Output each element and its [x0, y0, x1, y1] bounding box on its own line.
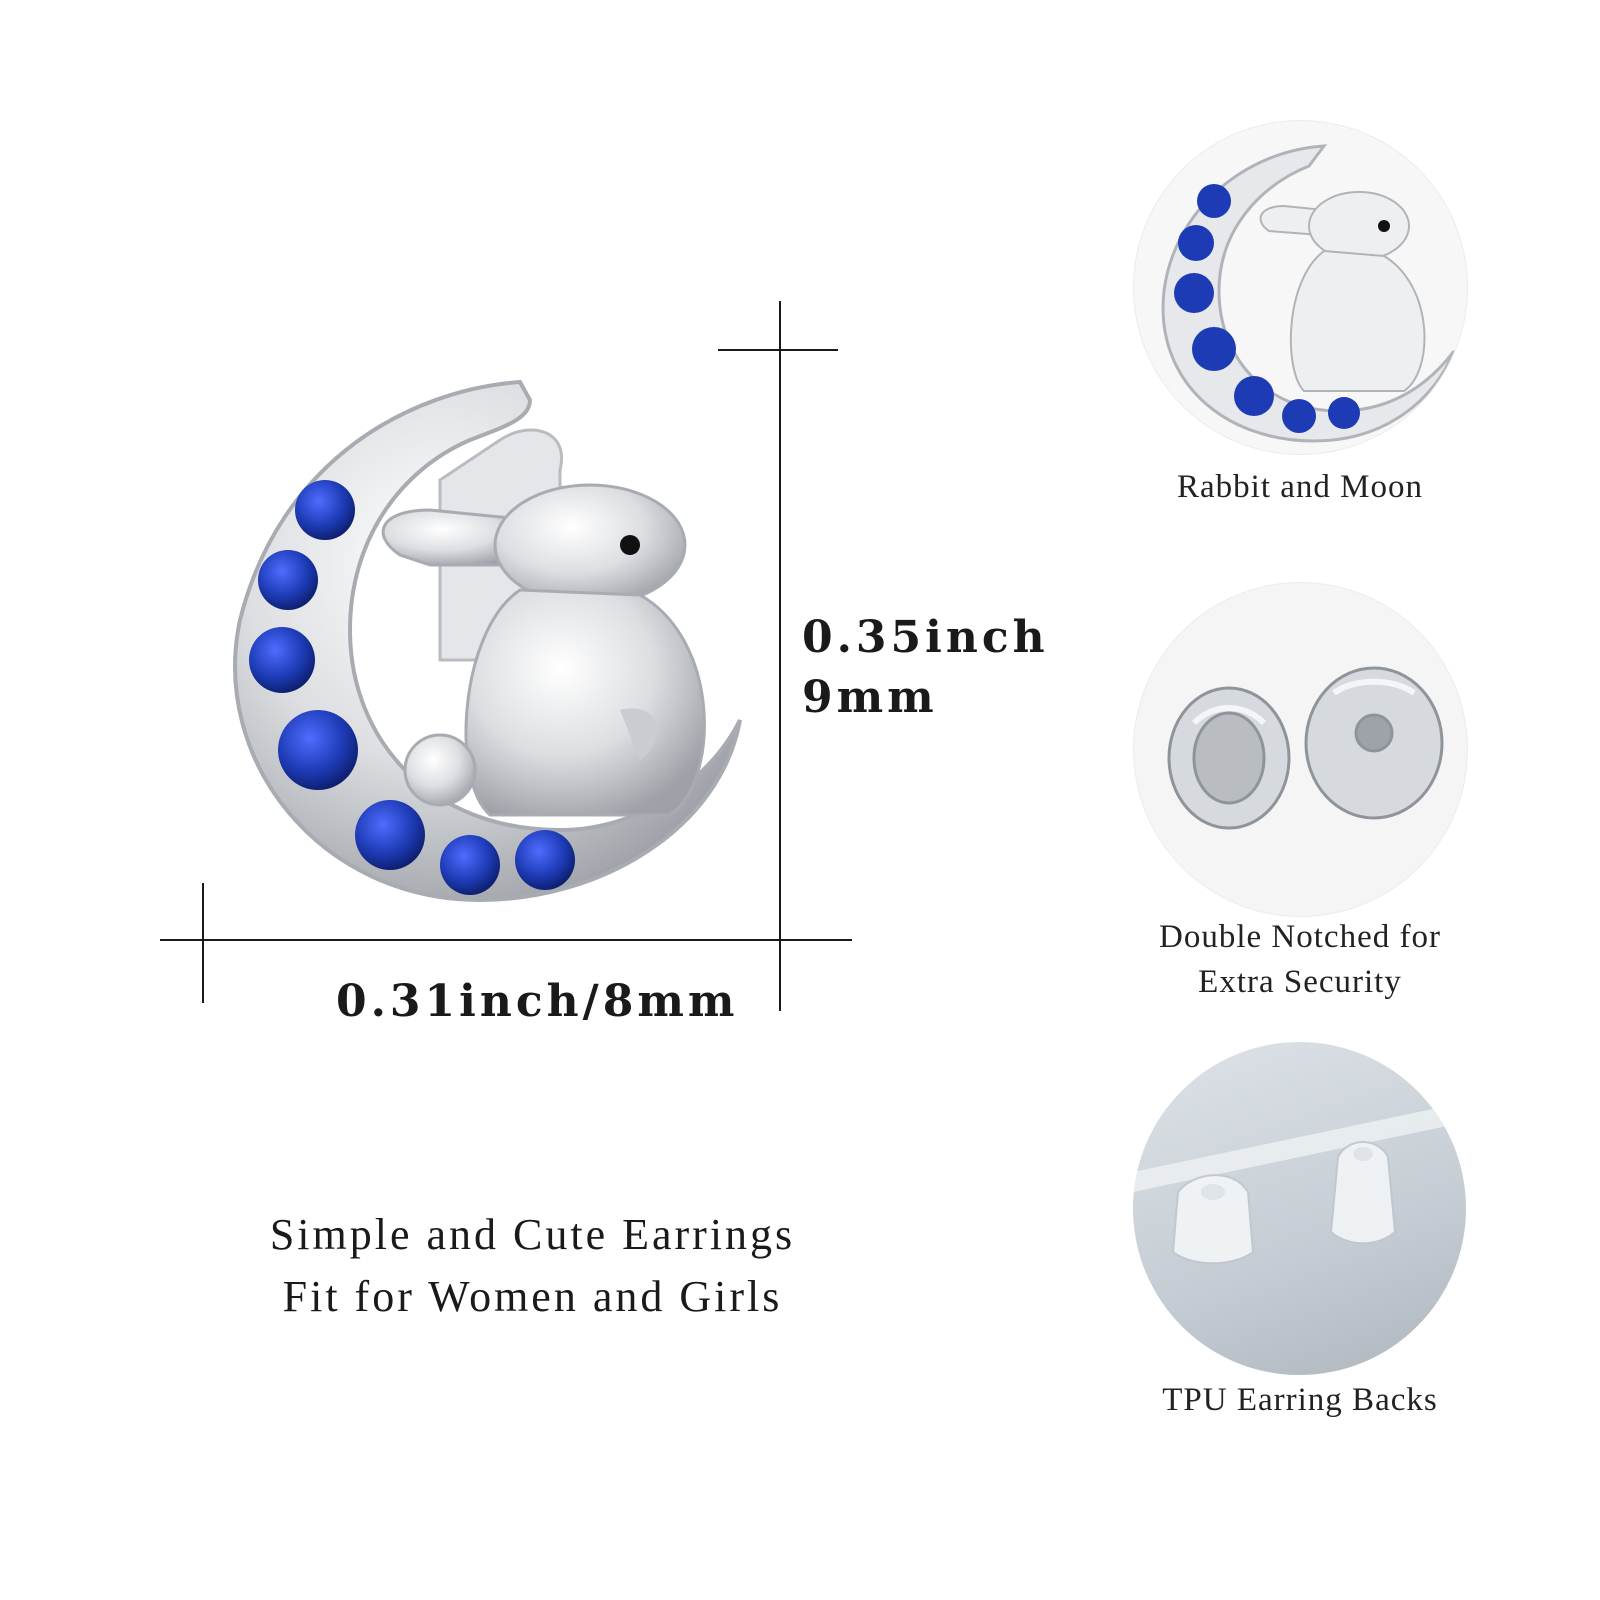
- rabbit-moon-caption: Rabbit and Moon: [1177, 469, 1423, 505]
- main-earring-image: [233, 379, 742, 903]
- width-left-tick: [202, 883, 204, 1003]
- double-notched-backs-image: [1133, 582, 1468, 917]
- tagline-line-1: Simple and Cute Earrings: [269, 1210, 796, 1259]
- width-dimension-line: [160, 939, 852, 941]
- tpu-earring-backs-image: [1133, 1042, 1466, 1375]
- rabbit-moon-closeup-image: [1133, 120, 1468, 455]
- height-inch-label: 0.35inch: [802, 612, 1049, 663]
- height-top-tick: [718, 349, 838, 351]
- tpu-backs-caption: TPU Earring Backs: [1162, 1382, 1438, 1418]
- width-label: 0.31inch/8mm: [336, 976, 739, 1027]
- tagline-line-2: Fit for Women and Girls: [282, 1272, 783, 1321]
- height-mm-label: 9mm: [802, 672, 938, 723]
- tagline: Simple and Cute Earrings Fit for Women a…: [200, 1204, 865, 1328]
- double-notched-caption: Double Notched for Extra Security: [1110, 915, 1490, 1005]
- gem-stones: [249, 480, 575, 895]
- double-notched-caption-line-1: Double Notched for: [1159, 919, 1441, 955]
- double-notched-caption-line-2: Extra Security: [1198, 964, 1402, 1000]
- height-dimension-line: [779, 301, 781, 1011]
